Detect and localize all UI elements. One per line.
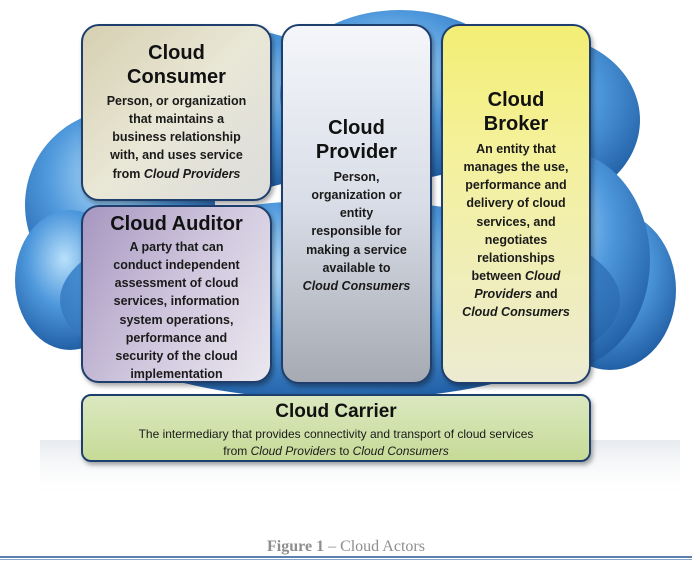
cloud-auditor-title: Cloud Auditor bbox=[110, 213, 243, 235]
desc-line: assessment of cloud bbox=[114, 276, 239, 291]
desc-emphasis: Cloud Providers bbox=[250, 443, 336, 458]
cloud-provider-box: Cloud Provider Person, organization or e… bbox=[281, 24, 432, 384]
cloud-consumer-title-line: Cloud bbox=[148, 42, 205, 64]
desc-line: from Cloud Providers to Cloud Consumers bbox=[83, 443, 589, 460]
caption-rule bbox=[0, 556, 692, 558]
desc-line: from Cloud Providers bbox=[83, 165, 270, 183]
desc-text: between bbox=[471, 268, 526, 283]
cloud-consumer-title: Cloud Consumer bbox=[83, 41, 270, 89]
cloud-carrier-title: Cloud Carrier bbox=[275, 401, 397, 422]
desc-line: implementation bbox=[130, 366, 223, 381]
desc-line: A party that can bbox=[129, 240, 224, 254]
cloud-broker-title-line: Cloud bbox=[487, 89, 545, 111]
caption-text: Cloud Actors bbox=[340, 538, 425, 555]
desc-line: The intermediary that provides connectiv… bbox=[138, 426, 534, 441]
desc-line: services, information bbox=[113, 294, 240, 309]
desc-line: delivery of cloud bbox=[466, 196, 566, 211]
desc-emphasis: Cloud Consumers bbox=[302, 278, 411, 293]
cloud-carrier-box: Cloud Carrier The intermediary that prov… bbox=[81, 394, 591, 462]
cloud-broker-description: An entity that manages the use, performa… bbox=[443, 140, 589, 321]
desc-line: that maintains a bbox=[128, 112, 225, 127]
desc-text: to bbox=[335, 443, 353, 458]
desc-line: Cloud Consumers bbox=[443, 303, 589, 321]
desc-emphasis: Providers bbox=[474, 287, 532, 301]
cloud-broker-title-line: Broker bbox=[483, 113, 549, 135]
cloud-provider-description: Person, organization or entity responsib… bbox=[283, 168, 430, 295]
desc-line: system operations, bbox=[119, 312, 234, 327]
desc-line: with, and uses service bbox=[110, 148, 243, 163]
desc-line: business relationship bbox=[112, 130, 241, 145]
figure-caption: Figure 1 – Cloud Actors bbox=[0, 538, 692, 556]
desc-line: conduct independent bbox=[113, 258, 240, 273]
cloud-consumer-box: Cloud Consumer Person, or organization t… bbox=[81, 24, 272, 201]
cloud-auditor-description: A party that can conduct independent ass… bbox=[83, 238, 270, 383]
desc-line: performance and bbox=[465, 178, 567, 193]
desc-line: available to bbox=[322, 260, 391, 275]
desc-line: making a service bbox=[306, 242, 407, 257]
desc-text: from bbox=[112, 166, 144, 181]
cloud-consumer-description: Person, or organization that maintains a… bbox=[83, 92, 270, 183]
cloud-auditor-box: Cloud Auditor A party that can conduct i… bbox=[81, 205, 272, 383]
desc-line: organization or bbox=[311, 188, 402, 203]
desc-emphasis: Cloud Consumers bbox=[462, 305, 570, 320]
cloud-broker-title: Cloud Broker bbox=[443, 88, 589, 136]
cloud-provider-title-line: Cloud bbox=[328, 117, 385, 139]
cloud-broker-box: Cloud Broker An entity that manages the … bbox=[441, 24, 591, 384]
desc-line: manages the use, bbox=[463, 160, 569, 175]
desc-line: entity bbox=[339, 206, 374, 221]
cloud-consumer-title-line: Consumer bbox=[127, 66, 226, 88]
desc-line: Person, bbox=[333, 170, 380, 184]
cloud-provider-title-line: Provider bbox=[315, 141, 398, 163]
desc-line: between Cloud bbox=[443, 267, 589, 285]
desc-line: responsible for bbox=[311, 224, 402, 239]
desc-line: Providers and bbox=[443, 285, 589, 303]
desc-line: Person, or organization bbox=[106, 94, 247, 108]
desc-text: from bbox=[223, 443, 251, 458]
desc-line: An entity that bbox=[476, 142, 556, 156]
desc-emphasis: Cloud bbox=[525, 268, 561, 283]
figure-number: Figure 1 bbox=[267, 538, 325, 555]
desc-line: security of the cloud bbox=[115, 348, 238, 363]
desc-line: performance and bbox=[125, 330, 228, 345]
desc-line: Cloud Consumers bbox=[283, 277, 430, 295]
desc-text: and bbox=[531, 287, 558, 301]
cloud-provider-title: Cloud Provider bbox=[283, 116, 430, 164]
desc-line: relationships bbox=[477, 250, 555, 265]
caption-separator: – bbox=[324, 538, 341, 555]
caption-rule-secondary bbox=[0, 559, 692, 560]
desc-emphasis: Cloud Providers bbox=[143, 166, 241, 181]
desc-emphasis: Cloud Consumers bbox=[352, 443, 449, 458]
desc-line: services, and bbox=[476, 214, 556, 229]
desc-line: negotiates bbox=[484, 232, 548, 247]
cloud-carrier-description: The intermediary that provides connectiv… bbox=[83, 426, 589, 460]
